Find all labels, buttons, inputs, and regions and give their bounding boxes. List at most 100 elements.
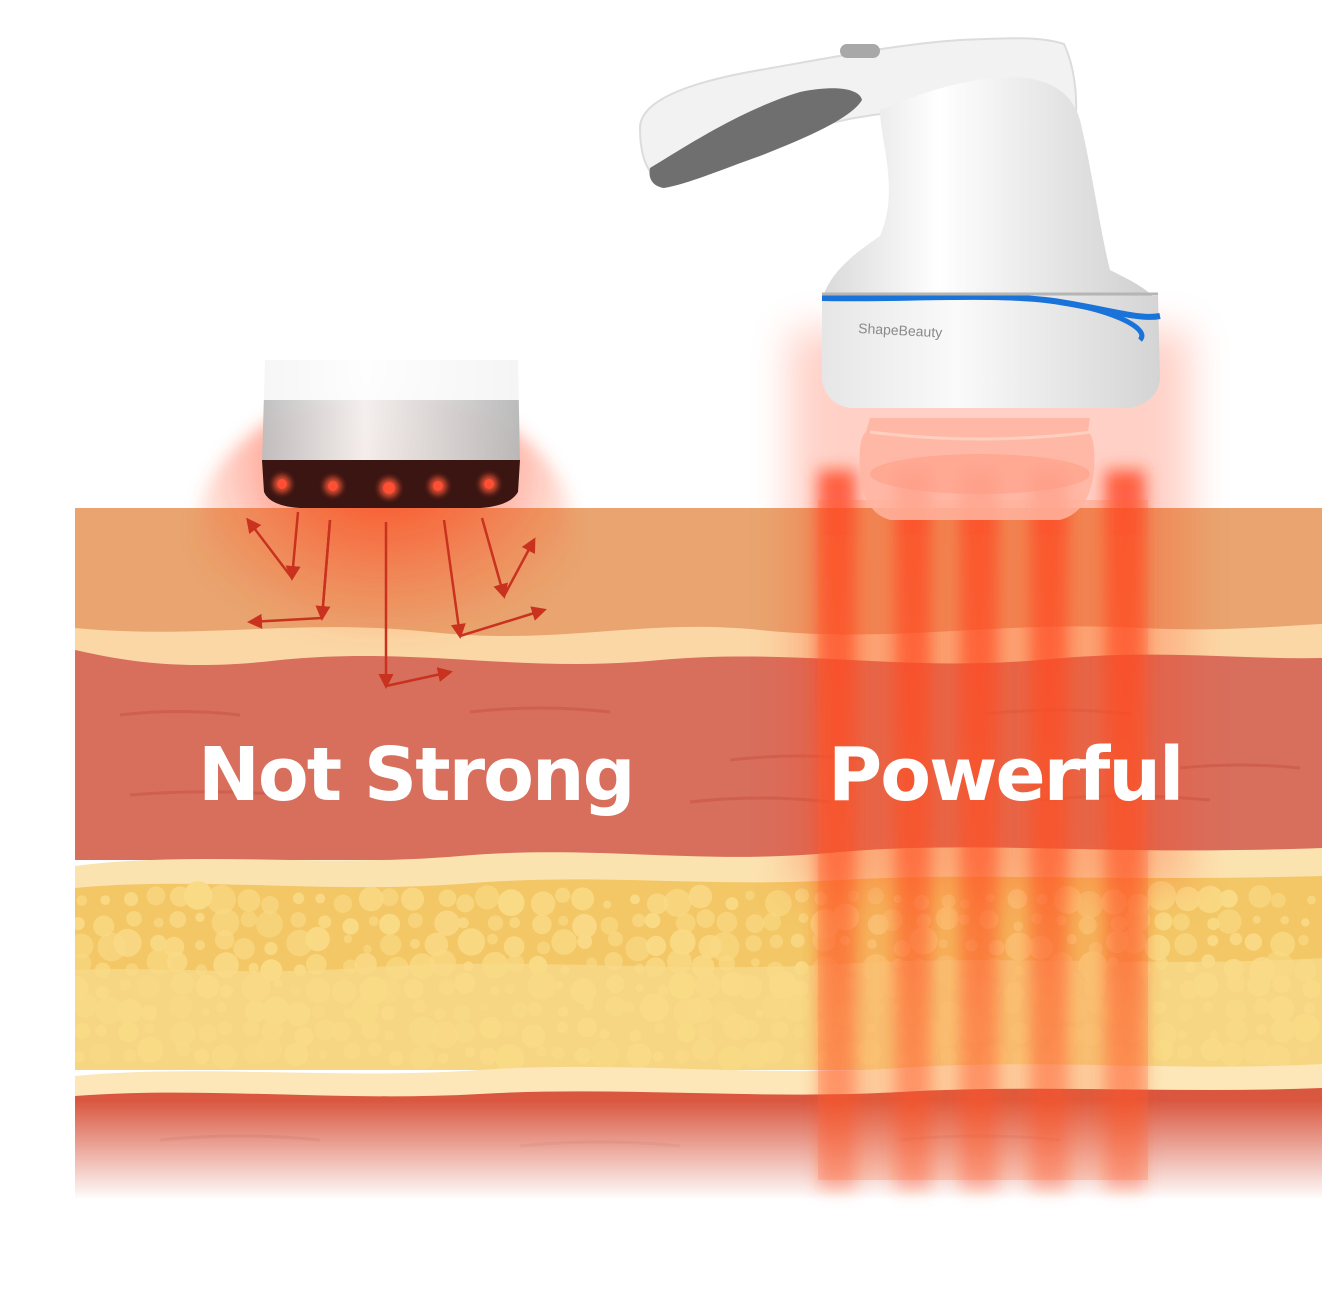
fat-cell: [645, 957, 666, 978]
fat-cell: [941, 894, 956, 909]
fat-cell: [260, 959, 283, 982]
fat-cell: [380, 934, 402, 956]
fat-cell: [688, 884, 713, 909]
fat-cell: [745, 890, 755, 901]
fat-cell: [669, 929, 696, 955]
fat-cell: [1301, 918, 1310, 927]
fat-cell: [1219, 1042, 1244, 1067]
fat-cell: [654, 1022, 666, 1034]
fat-cell: [1243, 1038, 1270, 1065]
fat-cell: [556, 1021, 569, 1033]
fat-cell: [577, 1017, 597, 1038]
fat-cell: [354, 952, 377, 976]
fat-cell: [521, 1024, 546, 1048]
fat-cell: [195, 912, 205, 922]
fat-cell: [75, 917, 85, 931]
fat-cell: [118, 1022, 139, 1043]
fat-cell: [75, 953, 92, 975]
fat-cell: [1013, 921, 1024, 932]
fat-cell: [343, 1008, 354, 1019]
fat-cell: [1226, 1019, 1249, 1042]
fat-cell: [457, 917, 469, 929]
fat-cell: [146, 948, 173, 975]
fat-cell: [663, 889, 692, 917]
fat-cell: [864, 979, 886, 1001]
fat-cell: [536, 1046, 547, 1057]
fat-cell: [141, 1005, 157, 1021]
fat-cell: [95, 986, 109, 1000]
fat-cell: [1177, 1030, 1187, 1040]
fat-cell: [607, 931, 623, 947]
fat-cell: [644, 912, 661, 929]
fat-cell: [745, 935, 762, 952]
fat-cell: [286, 1002, 311, 1027]
fat-cell: [75, 1051, 85, 1063]
fat-cell: [211, 1043, 237, 1070]
fat-cell: [1154, 912, 1173, 931]
fat-cell: [255, 1036, 283, 1063]
fat-cell: [1175, 886, 1201, 912]
fat-cell: [599, 1028, 610, 1040]
fat-cell: [193, 1049, 210, 1065]
fat-cell: [368, 916, 379, 926]
fat-cell: [315, 893, 326, 904]
fat-cell: [245, 1000, 267, 1023]
fat-cell: [867, 939, 877, 949]
fat-cell: [119, 979, 131, 991]
fat-cell: [551, 1046, 565, 1060]
fat-cell: [1083, 974, 1108, 998]
fat-cell: [935, 906, 959, 930]
fat-cell: [1297, 1046, 1309, 1058]
device-brand-label: ShapeBeauty: [858, 320, 943, 340]
fat-cell: [1216, 909, 1242, 934]
fat-cell: [938, 939, 948, 949]
fat-cell: [479, 1016, 502, 1039]
fat-cell: [93, 915, 115, 937]
fat-cell: [652, 1051, 664, 1063]
fat-cell: [1185, 961, 1197, 973]
fat-cell: [696, 909, 715, 928]
fat-cell: [379, 913, 401, 935]
massager-device-icon: ShapeBeauty: [638, 37, 1161, 520]
fat-cell: [454, 972, 476, 994]
fat-cell: [558, 1006, 569, 1017]
fat-cell: [740, 1019, 760, 1039]
fat-cell: [294, 964, 307, 977]
fat-cell: [577, 934, 593, 949]
fat-cell: [169, 994, 193, 1019]
fat-cell: [1209, 1030, 1219, 1040]
fat-cell: [195, 940, 206, 951]
fat-cell: [430, 1021, 458, 1049]
fat-cell: [1307, 895, 1316, 905]
fat-cell: [206, 884, 236, 914]
fat-cell: [214, 930, 235, 950]
fat-cell: [1298, 934, 1309, 946]
fat-cell: [745, 914, 765, 933]
fat-cell: [1226, 973, 1246, 993]
fat-cell: [76, 895, 88, 906]
fat-cell: [1082, 1048, 1094, 1060]
fat-cell: [866, 1023, 876, 1033]
fat-cell: [201, 1008, 211, 1017]
fat-cell: [527, 971, 557, 1000]
fat-cell: [571, 887, 595, 911]
fat-cell: [1007, 888, 1028, 909]
fat-cell: [869, 1000, 885, 1016]
fat-cell: [1012, 1047, 1035, 1069]
fat-cell: [1207, 917, 1220, 931]
fat-cell: [586, 957, 598, 969]
fat-cell: [532, 914, 552, 935]
fat-cell: [709, 932, 740, 962]
fat-cell: [1192, 972, 1219, 998]
fat-cell: [261, 1020, 283, 1042]
fat-cell: [768, 970, 798, 1000]
fat-cell: [456, 894, 475, 913]
fat-cell: [333, 894, 353, 913]
fat-cell: [574, 1047, 592, 1064]
fat-cell: [1263, 1045, 1291, 1073]
fat-cell: [1270, 892, 1286, 908]
fat-cell: [150, 934, 167, 952]
fat-cell: [434, 910, 460, 936]
fat-cell: [506, 954, 525, 973]
fat-cell: [376, 978, 402, 1003]
